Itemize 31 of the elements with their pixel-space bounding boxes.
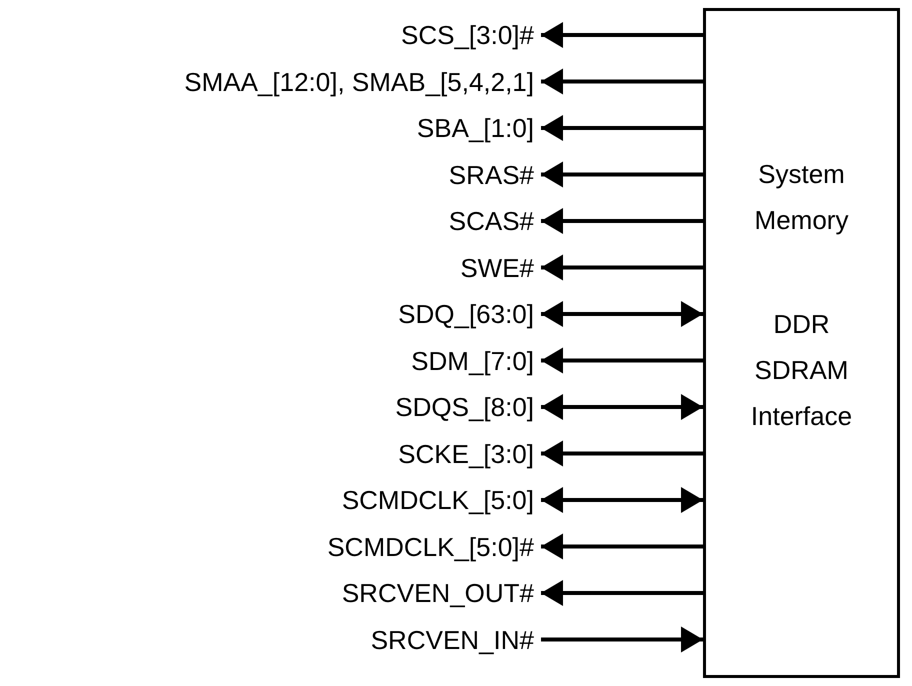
block-title: DDR SDRAM Interface bbox=[750, 308, 854, 433]
arrow bbox=[541, 534, 703, 560]
arrow bbox=[541, 487, 703, 513]
arrow bbox=[541, 440, 703, 466]
arrow bbox=[541, 115, 703, 141]
signal-name: SCKE_[3:0] bbox=[398, 438, 534, 470]
arrow bbox=[541, 301, 703, 327]
signal-name: SCMDCLK_[5:0] bbox=[342, 484, 534, 516]
signal-name: SDQ_[63:0] bbox=[398, 298, 534, 330]
arrow bbox=[541, 68, 703, 94]
arrow bbox=[541, 208, 703, 234]
signal-name: SWE# bbox=[460, 252, 534, 284]
signal-name: SRCVEN_OUT# bbox=[342, 577, 534, 609]
arrow bbox=[541, 348, 703, 374]
arrow bbox=[541, 394, 703, 420]
signal-name: SCAS# bbox=[448, 205, 534, 237]
signal-name: SRAS# bbox=[448, 158, 534, 190]
arrow bbox=[541, 254, 703, 280]
interface-block bbox=[703, 8, 900, 678]
signal-name: SDQS_[8:0] bbox=[395, 391, 534, 423]
signal-name: SMAA_[12:0], SMAB_[5,4,2,1] bbox=[184, 66, 534, 98]
arrow bbox=[541, 626, 703, 652]
signal-name: SDM_[7:0] bbox=[411, 344, 534, 376]
signal-name: SRCVEN_IN# bbox=[370, 624, 534, 656]
arrow bbox=[541, 162, 703, 188]
signal-name: SCS_[3:0]# bbox=[401, 19, 534, 51]
signal-name: SBA_[1:0] bbox=[416, 112, 534, 144]
block-title: System Memory bbox=[754, 158, 850, 237]
arrow bbox=[541, 22, 703, 48]
signal-name: SCMDCLK_[5:0]# bbox=[327, 530, 534, 562]
arrow bbox=[541, 580, 703, 606]
